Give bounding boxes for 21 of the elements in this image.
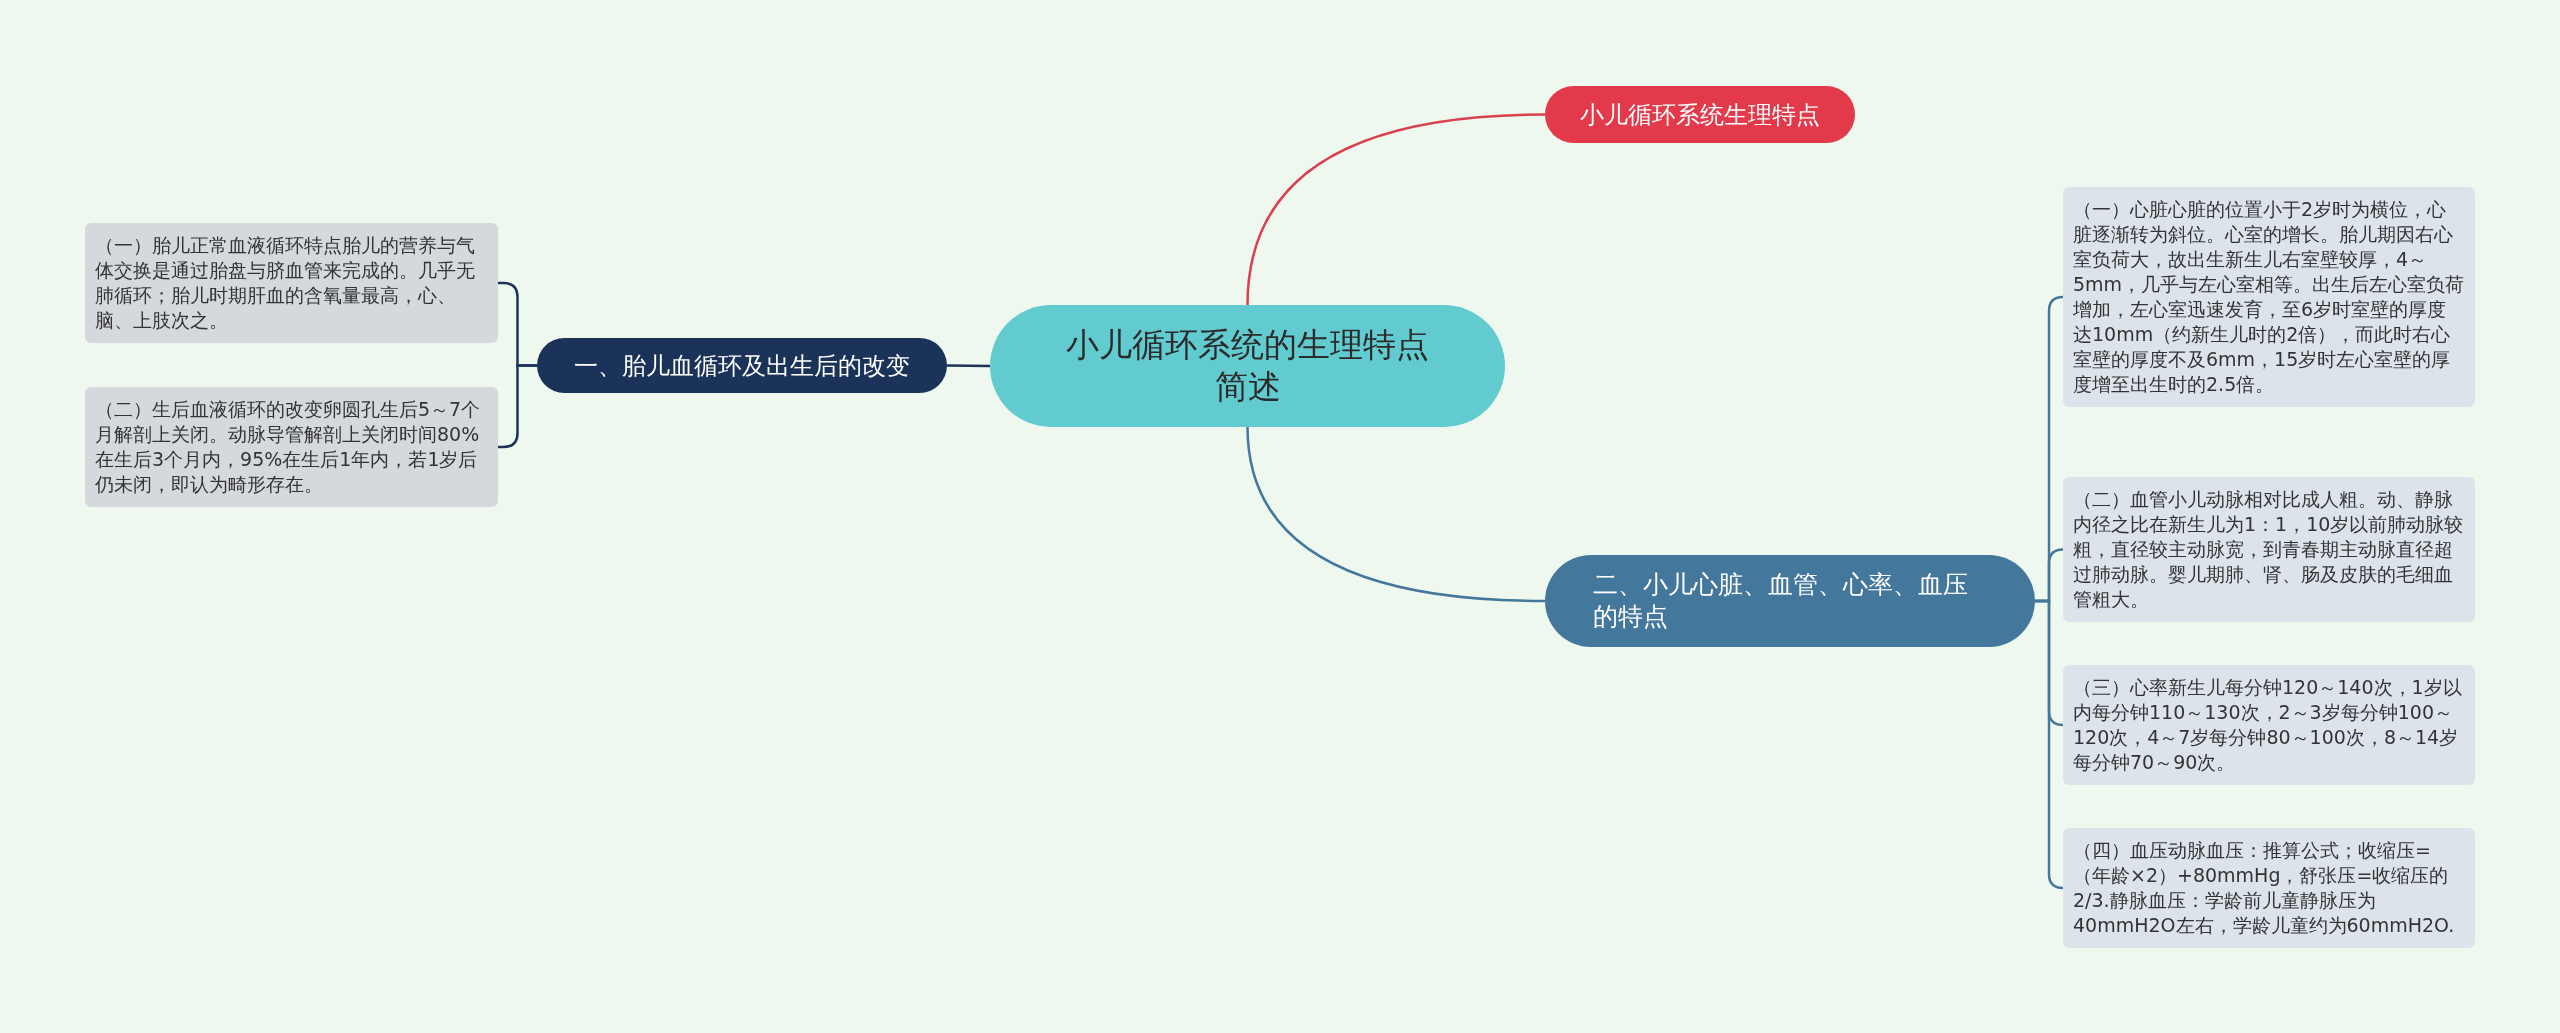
note-card [85,387,498,507]
topic-pill [1545,86,1855,143]
connector-line [2035,599,2065,890]
note-text: （四）血压动脉血压：推算公式；收缩压=（年龄×2）+80mmHg，舒张压=收缩压的2/3.静脉血压：学龄前儿童静脉压为40mmH2O左右，学龄儿童约为60mmH2O. [2073,838,2456,938]
note-text: （一）胎儿正常血液循环特点胎儿的营养与气体交换是通过胎盘与脐血管来完成的。几乎无肺循环；胎儿时期肝血的含氧量最高，心、脑、上肢次之。 [95,233,476,333]
note-card [85,223,498,343]
topic-text: 小儿循环系统生理特点 [1580,99,1820,130]
note-text: （三）心率新生儿每分钟120～140次，1岁以内每分钟110～130次，2～3岁每分钟100～120次，4～7岁每分钟80～100次，8～14岁每分钟70～90次。 [2073,675,2463,775]
note-text: （一）心脏心脏的位置小于2岁时为横位，心脏逐渐转为斜位。心室的增长。胎儿期因右心室负荷大，故出生新生儿右室壁较厚，4～5mm，几乎与左心室相等。出生后左心室负荷增加，左心室迅速发育，至6岁时室壁的厚度达10mm（约新生儿时的2倍），而此时右心室壁的厚度不及6mm，15岁时左心室壁的厚度增至出生时的2.5倍。 [2073,197,2465,397]
topic-text: 二、小儿心脏、血管、心率、血压的特点 [1593,569,1969,633]
note-text: （二）生后血液循环的改变卵圆孔生后5～7个月解剖上关闭。动脉导管解剖上关闭时间80%在生后3个月内，95%在生后1年内，若1岁后仍未闭，即认为畸形存在。 [95,397,482,497]
note-card [2063,665,2475,785]
note-card [2063,828,2475,948]
central-topic-text: 小儿循环系统的生理特点简述 [1065,324,1430,408]
connector-line [1246,113,1546,306]
note-text: （二）血管小儿动脉相对比成人粗。动、静脉内径之比在新生儿为1：1，10岁以前肺动脉较粗，直径较主动脉宽，到青春期主动脉直径超过肺动脉。婴儿期肺、肾、肠及皮肤的毛细血管粗大。 [2073,487,2465,612]
topic-pill [537,338,947,393]
connector-line [947,364,990,368]
topic-text: 一、胎儿血循环及出生后的改变 [574,350,910,381]
note-card [2063,477,2475,622]
connector-line [1246,426,1546,603]
